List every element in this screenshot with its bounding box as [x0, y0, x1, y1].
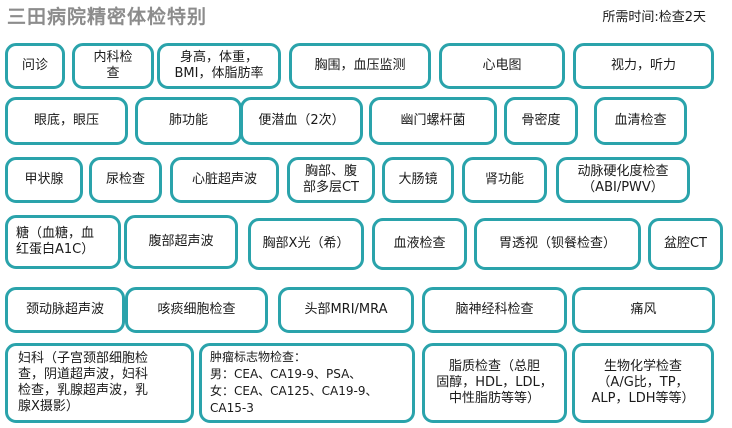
exam-item-colonoscopy: 大肠镜	[382, 157, 454, 203]
exam-item-biochemistry: 生物化学检查 （A/G比，TP， ALP，LDH等等）	[572, 343, 714, 423]
exam-item-serum: 血清检查	[594, 97, 687, 145]
exam-item-urine: 尿检查	[89, 157, 162, 203]
exam-item-pelvic-ct: 盆腔CT	[648, 218, 723, 270]
exam-item-bone-density: 骨密度	[504, 97, 578, 145]
exam-item-body-measure: 身高，体重， BMI，体脂肪率	[157, 43, 281, 89]
exam-item-blood-pressure: 胸围，血压监测	[289, 43, 431, 89]
exam-item-neurology: 脑神经科检查	[422, 287, 567, 333]
exam-item-cardiac-echo: 心脏超声波	[170, 157, 279, 203]
exam-item-h-pylori: 幽门螺杆菌	[369, 97, 497, 145]
exam-item-eye: 眼底，眼压	[5, 97, 128, 145]
page-title: 三田病院精密体检特别	[7, 6, 208, 28]
exam-item-lipid: 脂质检查（总胆 固醇，HDL，LDL， 中性脂肪等等）	[422, 343, 567, 423]
exam-item-sputum: 咳痰细胞检查	[125, 287, 268, 333]
exam-item-thyroid: 甲状腺	[5, 157, 83, 203]
exam-item-tumor-markers: 肿瘤标志物检查： 男：CEA、CA19-9、PSA、 女：CEA、CA125、C…	[199, 343, 415, 423]
exam-item-abdominal-echo: 腹部超声波	[124, 215, 238, 269]
exam-item-gout: 痛风	[572, 287, 715, 333]
exam-item-arteriosclerosis: 动脉硬化度检查 （ABI/PWV）	[556, 157, 690, 203]
duration-label: 所需时间:检查2天	[602, 10, 706, 25]
exam-item-kidney: 肾功能	[462, 157, 547, 203]
exam-item-consultation: 问诊	[5, 43, 65, 89]
exam-item-blood-sugar: 糖（血糖，血 红蛋白A1C）	[5, 215, 121, 269]
exam-item-internal-medicine: 内科检 查	[72, 43, 154, 89]
exam-item-ecg: 心电图	[439, 43, 565, 89]
exam-item-chest-xray: 胸部X光（希）	[248, 218, 364, 270]
exam-item-blood-test: 血液检查	[372, 218, 467, 270]
exam-item-occult-blood: 便潜血（2次）	[240, 97, 363, 145]
exam-item-lung-function: 肺功能	[135, 97, 242, 145]
exam-item-head-mri: 头部MRI/MRA	[278, 287, 414, 333]
exam-item-ct: 胸部、腹 部多层CT	[287, 157, 375, 203]
exam-item-vision-hearing: 视力，听力	[573, 43, 714, 89]
exam-item-carotid-echo: 颈动脉超声波	[5, 287, 125, 333]
exam-item-gastric-xray: 胃透视（钡餐检查）	[474, 218, 641, 270]
exam-item-gynecology: 妇科（子宫颈部细胞检 查，阴道超声波，妇科 检查，乳腺超声波，乳 腺X摄影）	[5, 343, 194, 423]
